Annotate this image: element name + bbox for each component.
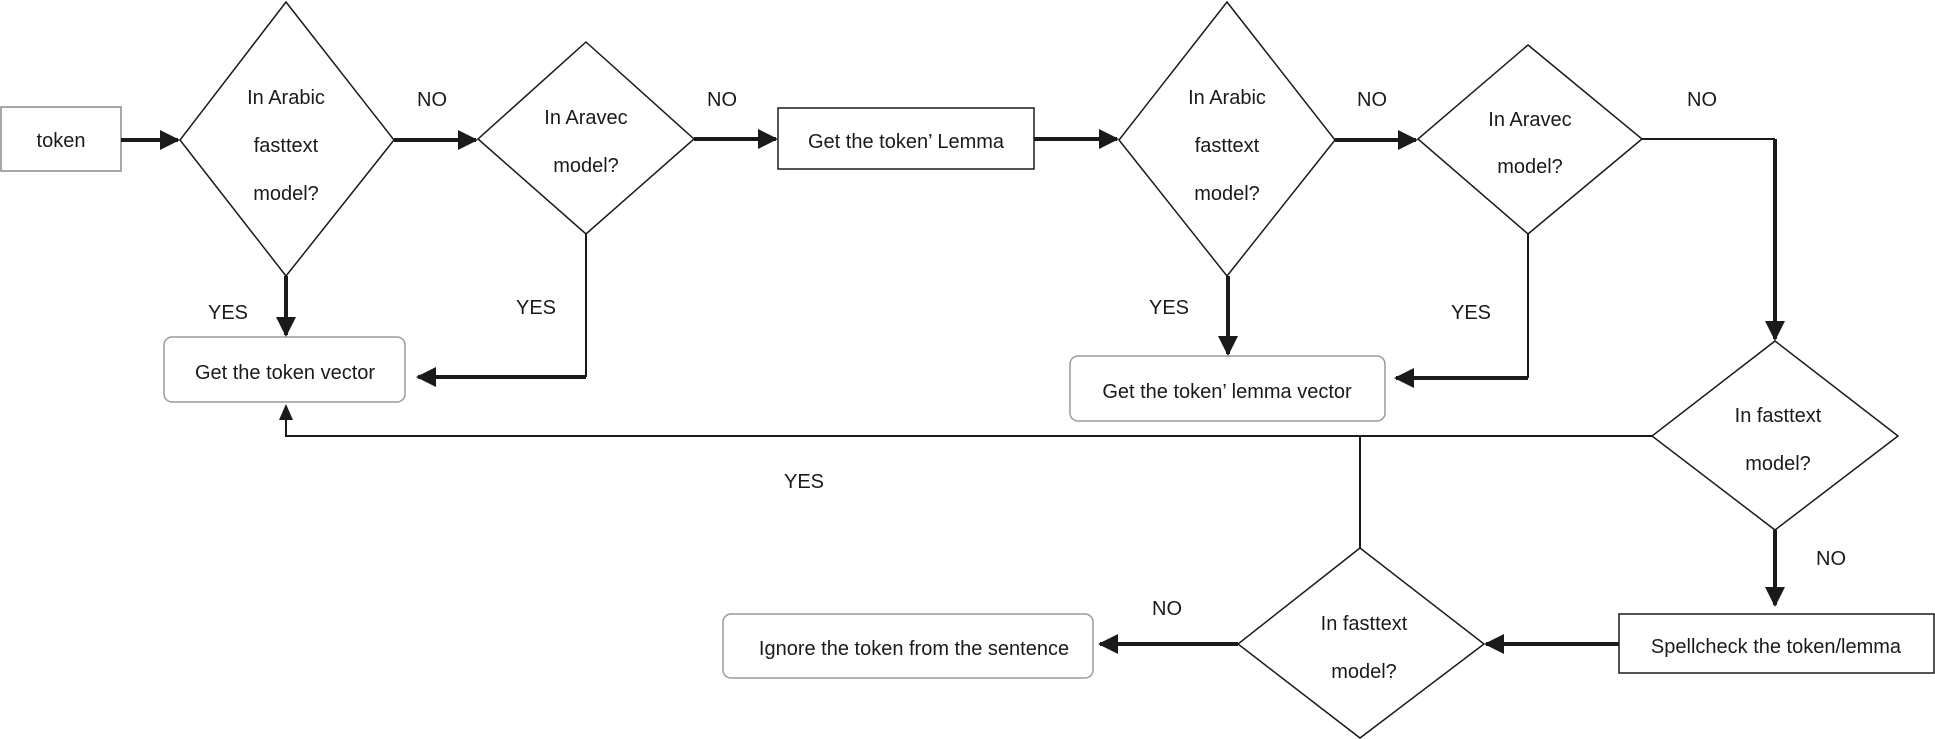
decision-2-line-2: model? xyxy=(553,155,619,177)
decision-4-line-1: In Aravec xyxy=(1488,109,1571,131)
decision-2-line-1: In Aravec xyxy=(544,107,627,129)
label-yes-d2: YES xyxy=(516,297,556,319)
label-no-d2: NO xyxy=(707,89,737,111)
decision-5-line-1: In fasttext xyxy=(1735,405,1822,427)
label-no-d4: NO xyxy=(1687,89,1717,111)
label-no-d1: NO xyxy=(417,89,447,111)
token-box: token xyxy=(0,106,122,172)
decision-5-line-2: model? xyxy=(1745,453,1811,475)
get-lemma-label: Get the token’ Lemma xyxy=(808,131,1005,153)
decision-fasttext-1: In fasttext model? xyxy=(1650,340,1900,531)
lemma-vector-box: Get the token’ lemma vector xyxy=(1069,355,1386,422)
decision-fasttext-2: In fasttext model? xyxy=(1236,547,1486,739)
token-box-label: token xyxy=(37,130,86,152)
edge-d5-yes-arrowhead xyxy=(279,404,293,420)
decision-3-line-1: In Arabic xyxy=(1188,87,1266,109)
spellcheck-box: Spellcheck the token/lemma xyxy=(1618,613,1935,674)
token-vector-label: Get the token vector xyxy=(195,362,375,384)
label-yes-d5: YES xyxy=(784,471,824,493)
token-vector-box: Get the token vector xyxy=(163,336,406,403)
decision-1-line-1: In Arabic xyxy=(247,87,325,109)
decision-arabic-fasttext-2: In Arabic fasttext model? xyxy=(1118,0,1336,278)
label-yes-d1: YES xyxy=(208,302,248,324)
label-yes-d4: YES xyxy=(1451,302,1491,324)
decision-aravec-2: In Aravec model? xyxy=(1416,44,1644,235)
decision-6-line-1: In fasttext xyxy=(1321,613,1408,635)
decision-1-line-3: model? xyxy=(253,183,319,205)
label-no-d6: NO xyxy=(1152,598,1182,620)
ignore-token-box: Ignore the token from the sentence xyxy=(722,613,1094,679)
lemma-vector-label: Get the token’ lemma vector xyxy=(1102,381,1352,403)
decision-1-line-2: fasttext xyxy=(254,135,319,157)
ignore-token-label: Ignore the token from the sentence xyxy=(759,638,1069,660)
decision-4-line-2: model? xyxy=(1497,156,1563,178)
label-no-d3: NO xyxy=(1357,89,1387,111)
get-lemma-box: Get the token’ Lemma xyxy=(777,107,1035,170)
edge-d5-yes xyxy=(285,412,1652,437)
decision-arabic-fasttext-1: In Arabic fasttext model? xyxy=(179,0,395,278)
decision-3-line-2: fasttext xyxy=(1195,135,1260,157)
label-yes-d3: YES xyxy=(1149,297,1189,319)
decision-6-line-2: model? xyxy=(1331,661,1397,683)
decision-3-line-3: model? xyxy=(1194,183,1260,205)
label-no-d5: NO xyxy=(1816,548,1846,570)
decision-aravec-1: In Aravec model? xyxy=(476,40,696,235)
spellcheck-label: Spellcheck the token/lemma xyxy=(1651,636,1902,658)
